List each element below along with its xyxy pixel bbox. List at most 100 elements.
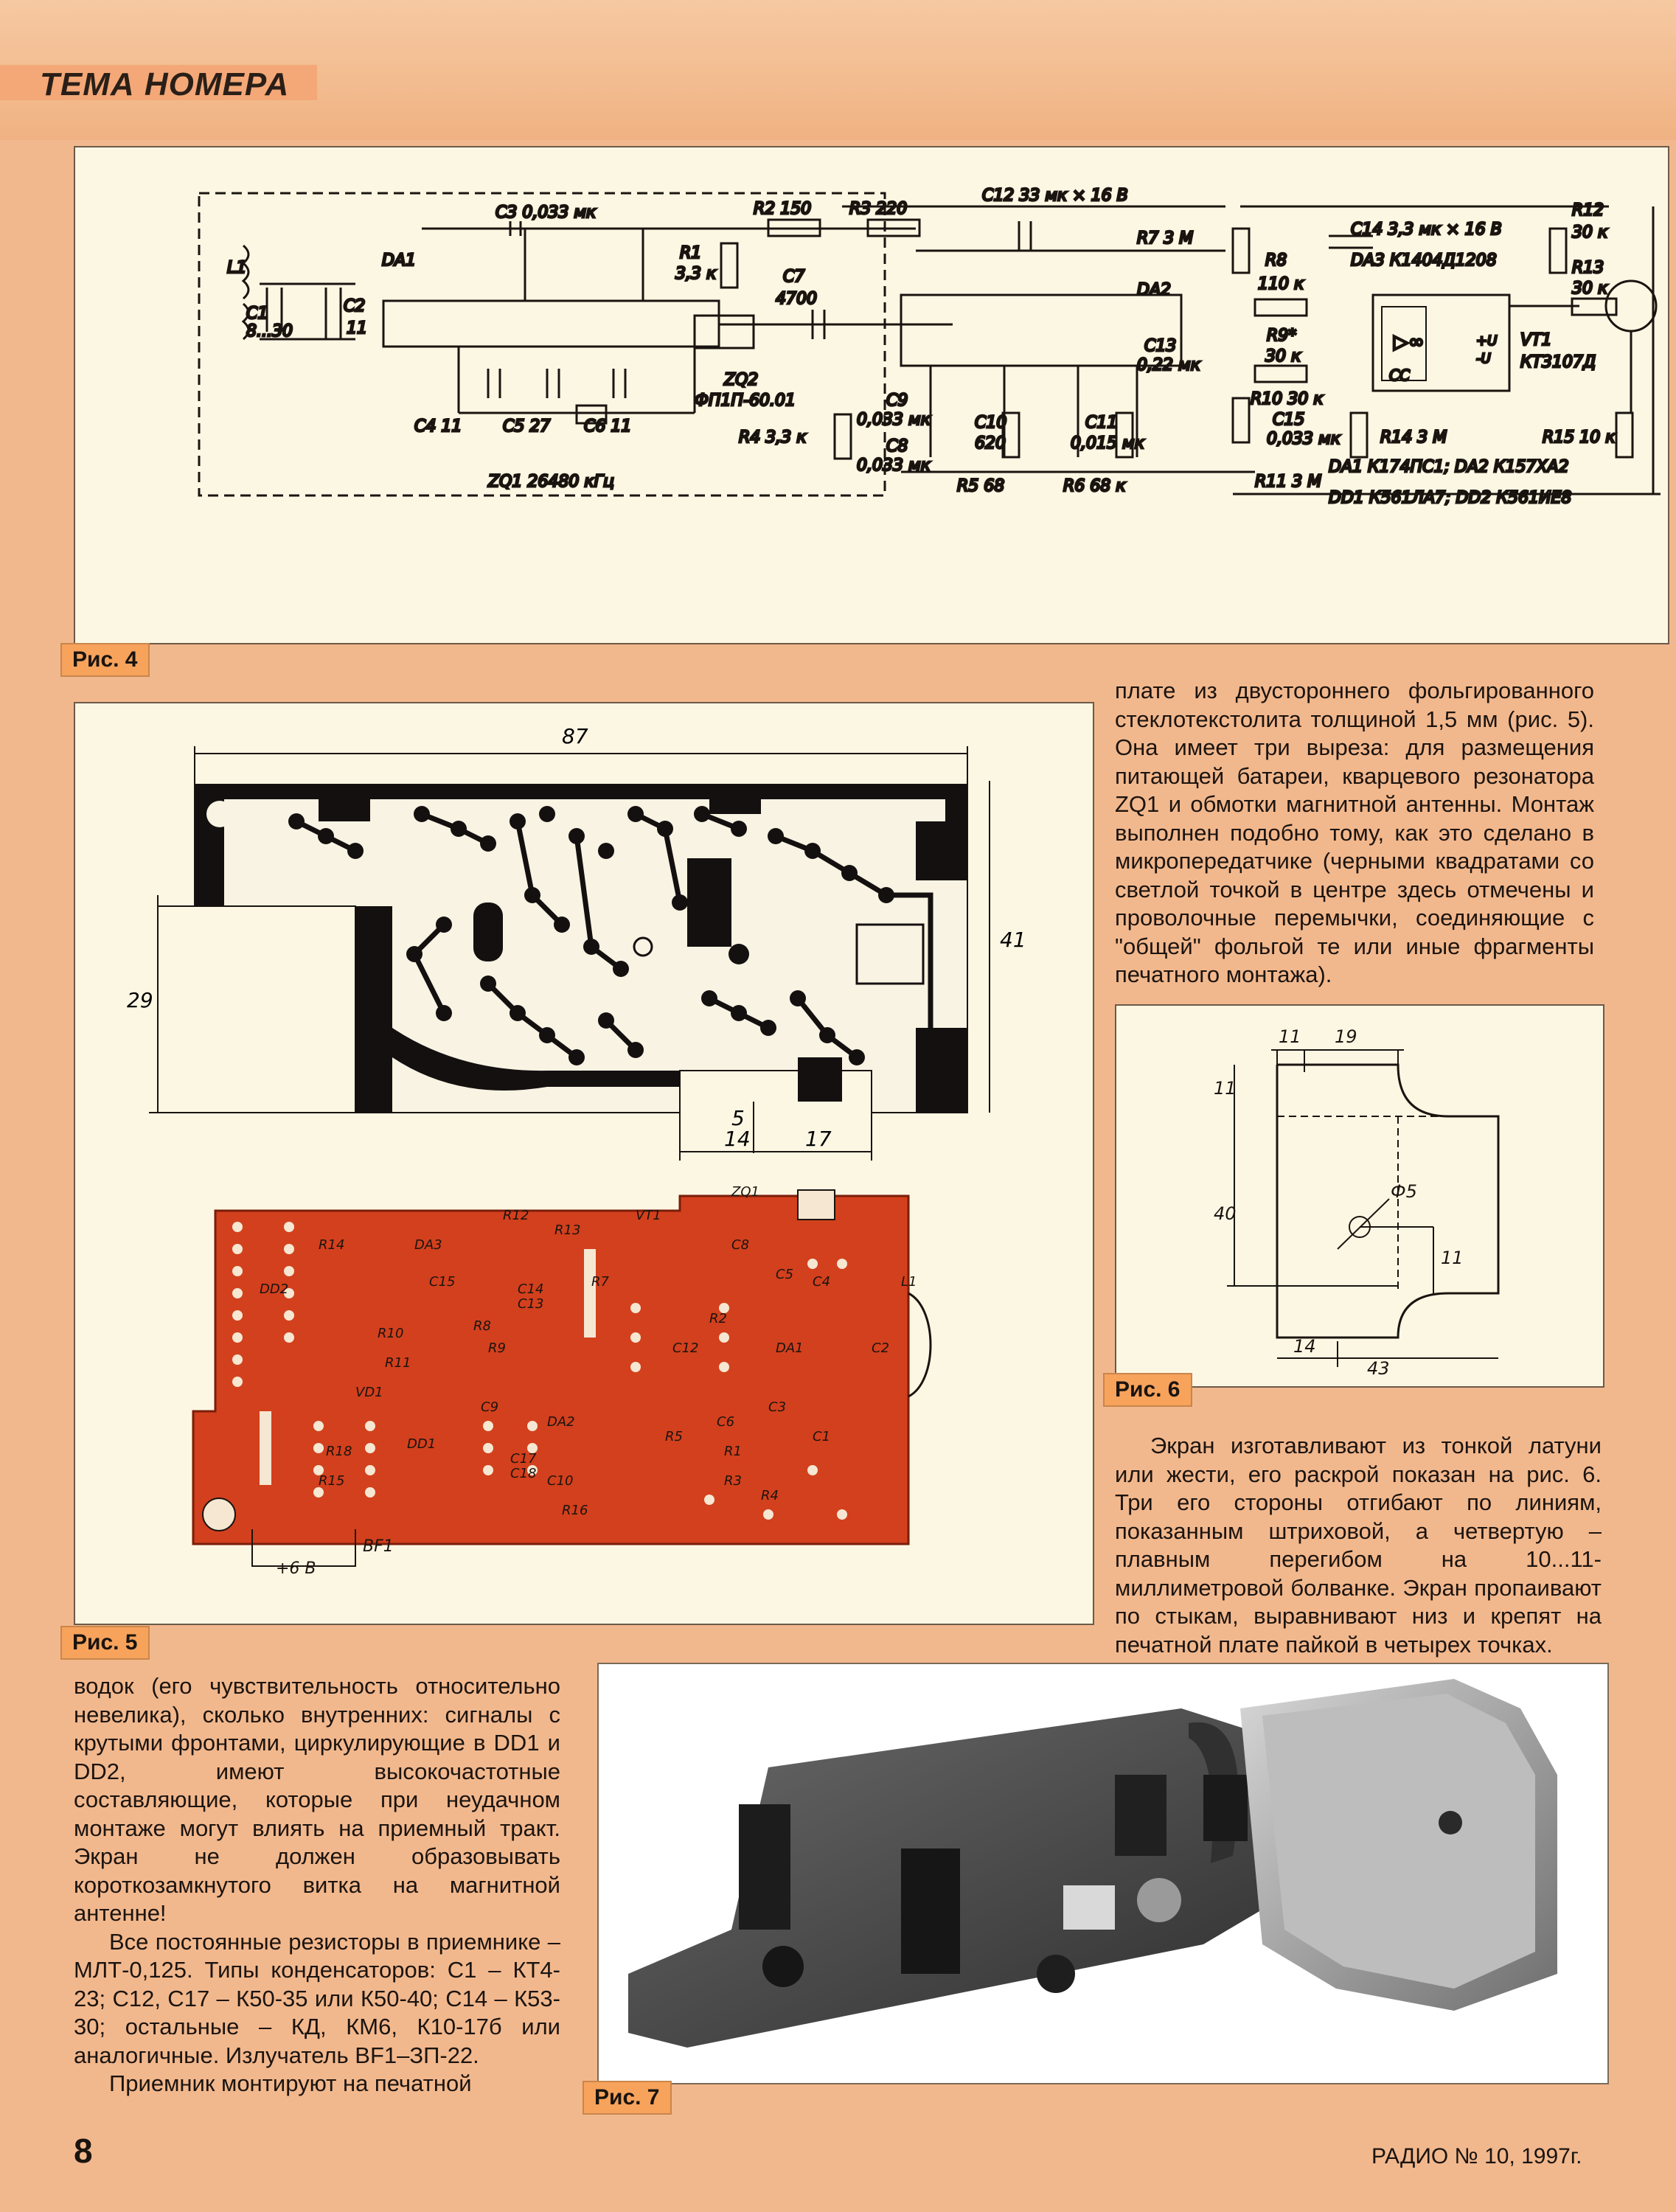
- label-r9: R9*: [1267, 327, 1296, 345]
- label-da2: DA2: [1137, 281, 1171, 299]
- label-r13-value: 30 к: [1572, 279, 1608, 298]
- pcb-da3: DA3: [414, 1237, 442, 1253]
- label-c11-value: 0,015 мк: [1071, 434, 1145, 453]
- shield-dim-19: 19: [1335, 1026, 1357, 1047]
- figure-7-photo: [597, 1663, 1609, 2084]
- label-c8: C8: [886, 437, 908, 456]
- photo-board: [628, 1708, 1366, 2048]
- pcb-r12: R12: [503, 1208, 529, 1223]
- photo-coil: [1203, 1775, 1248, 1841]
- pcb-r18: R18: [326, 1444, 352, 1459]
- label-r1-value: 3,3 к: [675, 265, 717, 283]
- figure-6-shield: 11 19 11 40 Ф5 11 14 43: [1115, 1004, 1604, 1388]
- label-c9-value: 0,033 мк: [857, 411, 931, 429]
- dim-5: 5: [731, 1106, 745, 1130]
- label-r6: R6 68 к: [1063, 477, 1126, 495]
- chip-da2: [900, 293, 1183, 367]
- text-left-column: водок (его чувствительность относительно…: [74, 1672, 560, 2098]
- shield-dim-11-right: 11: [1441, 1248, 1464, 1268]
- label-r1: R1: [680, 244, 701, 262]
- transistor-vt1: [1604, 279, 1658, 333]
- label-r10: R10 30 к: [1251, 390, 1324, 408]
- pcb-c8: C8: [731, 1237, 749, 1253]
- label-parts-dd: DD1 К561ЛА7; DD2 К561ИЕ8: [1329, 489, 1571, 507]
- label-da3: DA3 К1404Д1208: [1351, 251, 1497, 270]
- photo-chip-dd2: [739, 1804, 790, 1930]
- dim-17: 17: [805, 1127, 832, 1151]
- resistor-r1: [720, 242, 739, 289]
- label-c1: C1: [246, 305, 268, 323]
- pcb-c18: C18: [510, 1466, 536, 1481]
- shield-dim-phi5: Ф5: [1391, 1181, 1417, 1202]
- paragraph-pcb-description: плате из двустороннего фольгированного с…: [1115, 678, 1594, 987]
- pcb-vt1: VT1: [636, 1208, 661, 1223]
- shield-dim-43: 43: [1367, 1358, 1390, 1379]
- label-opamp: ▷∞: [1394, 331, 1425, 353]
- label-r12: R12: [1572, 201, 1604, 220]
- text-right-column-1: плате из двустороннего фольгированного с…: [1115, 677, 1594, 990]
- pcb-r9: R9: [488, 1340, 506, 1356]
- shield-outline: [198, 192, 886, 497]
- pcb-r14: R14: [319, 1237, 344, 1253]
- pcb-dd2: DD2: [260, 1281, 288, 1297]
- label-l1: L1: [227, 259, 246, 277]
- shield-dim-14: 14: [1293, 1336, 1316, 1357]
- label-vminus: -U: [1476, 351, 1491, 366]
- pcb-r15: R15: [319, 1473, 344, 1489]
- label-c1-value: 8...30: [246, 322, 293, 341]
- label-c6: C6 11: [584, 417, 631, 436]
- label-c5: C5 27: [503, 417, 550, 436]
- label-r5: R5 68: [957, 477, 1004, 495]
- figure-4-schematic: L1 C1 8...30 C2 11 DA1 C3 0,033 мк R1 3,…: [74, 146, 1669, 644]
- label-c14: C14 3,3 мк × 16 В: [1351, 220, 1502, 239]
- section-tag: ТЕМА НОМЕРА: [0, 65, 317, 102]
- pcb-r7: R7: [591, 1274, 610, 1290]
- label-c9: C9: [886, 392, 908, 410]
- label-c11: C11: [1085, 414, 1117, 432]
- label-c10: C10: [975, 414, 1006, 432]
- section-title: ТЕМА НОМЕРА: [40, 66, 290, 102]
- pcb-r2: R2: [709, 1311, 727, 1326]
- pcb-component-side: DD2 DD1 DA3 DA2 DA1 VT1 VD1 ZQ1 L1 R14 R…: [192, 1184, 932, 1578]
- pcb-drawing: 87 15 29 41 5 14 17: [127, 724, 1026, 1578]
- paragraph-components: Все постоянные резисторы в приемнике – М…: [74, 1928, 560, 2068]
- label-c2: C2: [344, 297, 365, 316]
- pcb-bf1: BF1: [363, 1537, 394, 1556]
- dim-29: 29: [127, 988, 153, 1012]
- label-zq1: ZQ1 26480 кГц: [487, 473, 614, 491]
- label-c8-value: 0,033 мк: [857, 456, 931, 475]
- text-right-column-2: Экран изготавливают из тонкой латуни или…: [1115, 1432, 1602, 1659]
- pcb-da1: DA1: [776, 1340, 804, 1356]
- journal-footer: РАДИО № 10, 1997г.: [1371, 2144, 1582, 2168]
- paragraph-shield: Экран изготавливают из тонкой латуни или…: [1115, 1433, 1602, 1658]
- schematic-drawing: L1 C1 8...30 C2 11 DA1 C3 0,033 мк R1 3,…: [198, 186, 1661, 509]
- label-r8-value: 110 к: [1258, 275, 1304, 293]
- label-r15: R15 10 к: [1543, 428, 1616, 447]
- label-c10-value: 620: [975, 434, 1006, 453]
- pcb-c12: C12: [672, 1340, 698, 1356]
- pcb-c5: C5: [776, 1267, 793, 1282]
- label-c3: C3 0,033 мк: [496, 204, 597, 222]
- caption-fig4: Рис. 4: [60, 643, 150, 677]
- pcb-r13: R13: [554, 1222, 580, 1238]
- photo-trimmer: [1063, 1885, 1115, 1930]
- pcb-r4: R4: [761, 1488, 779, 1503]
- figure-5-pcb: 87 15 29 41 5 14 17: [74, 702, 1094, 1625]
- pcb-zq1: ZQ1: [731, 1184, 759, 1200]
- label-r12-value: 30 к: [1572, 223, 1608, 242]
- chip-da1: [382, 299, 720, 348]
- label-r2: R2 150: [754, 200, 811, 218]
- label-r3: R3 220: [849, 200, 907, 218]
- label-da1: DA1: [382, 251, 416, 270]
- label-vt1-value: КТ3107Д: [1520, 353, 1596, 372]
- label-r9-value: 30 к: [1265, 347, 1301, 366]
- pcb-vd1: VD1: [355, 1385, 383, 1400]
- caption-fig6: Рис. 6: [1103, 1373, 1192, 1407]
- chip-da3: [1371, 293, 1511, 392]
- page-number: 8: [74, 2132, 93, 2170]
- label-vplus: +U: [1476, 333, 1497, 349]
- paragraph-mounting: Приемник монтируют на печатной: [109, 2070, 472, 2096]
- label-zq2-value: ФП1П-60.01: [695, 392, 796, 410]
- inductor-l1: [241, 244, 250, 341]
- photo-chip-dd1: [901, 1848, 960, 1974]
